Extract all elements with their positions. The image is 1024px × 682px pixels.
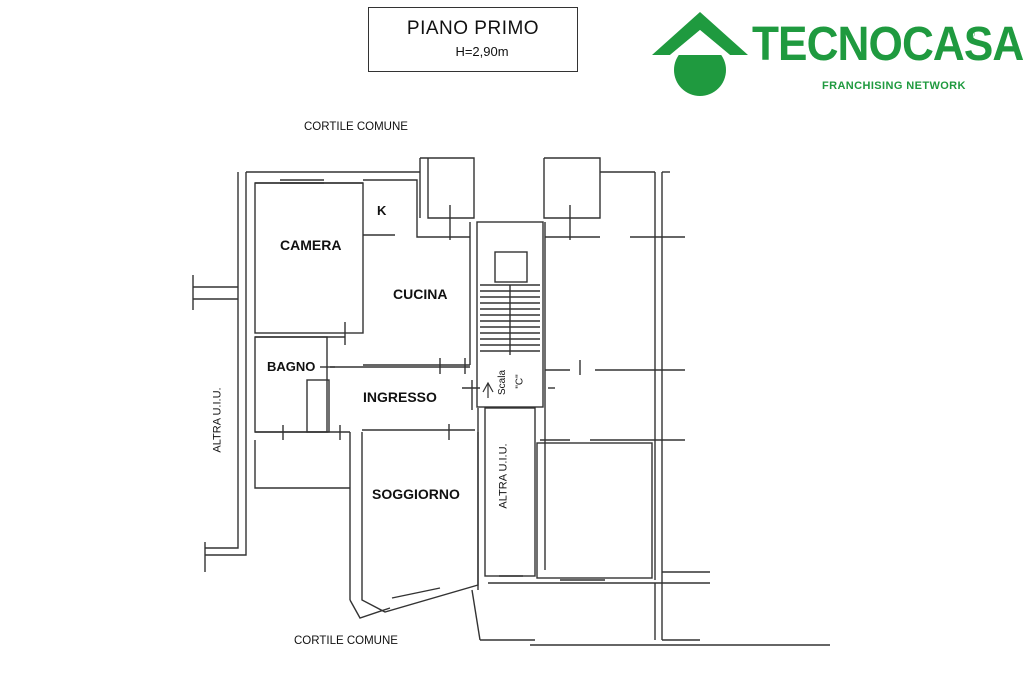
room-soggiorno: SOGGIORNO: [372, 486, 460, 502]
stair-label: Scala: [497, 369, 509, 396]
courtyard-bottom-label: CORTILE COMUNE: [294, 635, 398, 647]
other-unit-left-label: ALTRA U.I.U.: [211, 387, 224, 453]
floor-title-box: PIANO PRIMO H=2,90m: [368, 7, 578, 72]
logo-registered-mark: ®: [969, 30, 975, 39]
room-camera: CAMERA: [280, 237, 342, 253]
tecnocasa-logo: TECNOCASA ® FRANCHISING NETWORK: [648, 10, 1024, 100]
plan-walls: [192, 157, 830, 646]
room-ingresso: INGRESSO: [363, 389, 437, 405]
room-bagno: BAGNO: [267, 359, 316, 374]
house-logo-icon: [652, 12, 748, 96]
door-marks: [282, 205, 571, 440]
room-cucina: CUCINA: [393, 286, 448, 302]
other-unit-center-label: ALTRA U.I.U.: [497, 443, 510, 509]
floor-height: H=2,90m: [455, 44, 509, 59]
courtyard-top-label: CORTILE COMUNE: [304, 121, 408, 133]
stair-id-label: "C": [514, 374, 526, 389]
logo-wordmark: TECNOCASA: [752, 18, 1024, 71]
room-k: K: [377, 203, 387, 218]
floor-title: PIANO PRIMO: [406, 18, 540, 39]
logo-tagline: FRANCHISING NETWORK: [822, 80, 966, 92]
stair-arrow-icon: [482, 381, 494, 398]
